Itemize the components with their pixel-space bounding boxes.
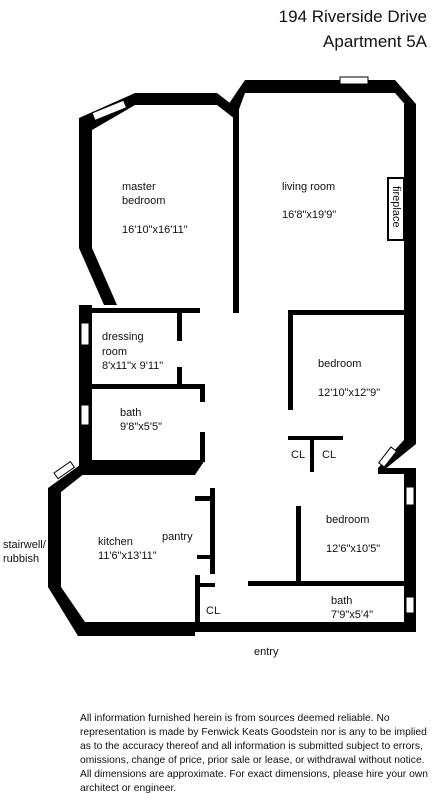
wall-closet-top	[288, 436, 343, 440]
wall-east	[404, 104, 416, 444]
living-room-size: 16'8"x19'9"	[282, 209, 337, 221]
closet1-label: CL	[291, 449, 306, 461]
stairwell-label1: stairwell/	[3, 539, 46, 551]
wall-dress-top	[92, 308, 200, 313]
wall-dressing-west	[79, 305, 92, 475]
wall-pantry-c	[197, 555, 212, 559]
window-east-diag	[377, 446, 398, 468]
wall-bath-east-lower	[200, 432, 205, 462]
wall-dress-stub	[177, 313, 182, 341]
window-bed2	[405, 486, 415, 506]
wall-east-lower	[404, 470, 416, 632]
master-bedroom-label2: bedroom	[122, 195, 166, 207]
floor-plan	[48, 76, 416, 636]
wall-bed1-west	[288, 310, 293, 410]
wall-dress-bath	[92, 384, 202, 389]
bath2-size: 7'9"x5'4"	[331, 609, 373, 621]
wall-master-living	[233, 105, 239, 313]
wall-pantry-a	[195, 496, 215, 501]
window-bath2	[405, 596, 415, 614]
kitchen-size: 11'6"x13'11"	[98, 550, 157, 562]
pantry-label: pantry	[162, 531, 193, 543]
apartment-title: Apartment 5A	[323, 32, 427, 51]
wall-living-north	[226, 80, 416, 117]
fireplace-label: fireplace	[390, 186, 402, 228]
window-living	[339, 76, 369, 85]
window-bath1	[80, 404, 90, 426]
dressing-room-label2: room	[102, 346, 128, 358]
wall-bed1-top	[288, 310, 406, 315]
wall-kitchen-cl	[195, 575, 200, 625]
bath1-size: 9'8"x5'5"	[120, 421, 162, 433]
fireplace	[387, 177, 405, 241]
closet2-label: CL	[322, 449, 337, 461]
stairwell-label2: rubbish	[3, 553, 40, 565]
wall-bed2-west	[296, 506, 301, 584]
bath2-label: bath	[331, 595, 353, 607]
disclaimer: All information furnished herein is from…	[80, 713, 428, 794]
wall-kitchen-sw	[48, 587, 195, 636]
master-bedroom-size: 16'10"x16'11"	[122, 224, 188, 236]
kitchen-label: kitchen	[98, 536, 133, 548]
wall-bed2-bath	[248, 581, 416, 586]
entry-label: entry	[254, 646, 279, 658]
wall-pantry-b	[210, 488, 215, 574]
dressing-room-label1: dressing	[102, 331, 144, 343]
bath1-label: bath	[120, 407, 142, 419]
wall-closet-mid	[310, 436, 314, 472]
living-room-label: living room	[282, 181, 336, 193]
wall-bath-south	[79, 460, 205, 475]
bedroom1-size: 12'10"x12"9"	[318, 387, 381, 399]
master-bedroom-label1: master	[122, 181, 156, 193]
bedroom2-size: 12'6"x10'5"	[326, 543, 381, 555]
window-master	[91, 99, 128, 122]
wall-south	[195, 622, 416, 632]
wall-upper-cross	[378, 468, 416, 474]
wall-cl-top	[195, 583, 215, 587]
bedroom2-label: bedroom	[326, 514, 370, 526]
wall-kitchen-nw	[48, 465, 95, 587]
address-title: 194 Riverside Drive	[278, 7, 427, 26]
wall-master-west	[79, 130, 117, 305]
wall-dress-bath-stub	[177, 367, 182, 387]
dressing-room-size: 8'x11"x 9'11"	[102, 360, 164, 372]
window-kitchen	[53, 460, 76, 480]
bedroom1-label: bedroom	[318, 358, 362, 370]
closet3-label: CL	[206, 605, 221, 617]
wall-bath-east	[200, 384, 205, 402]
window-dressing	[80, 322, 90, 346]
